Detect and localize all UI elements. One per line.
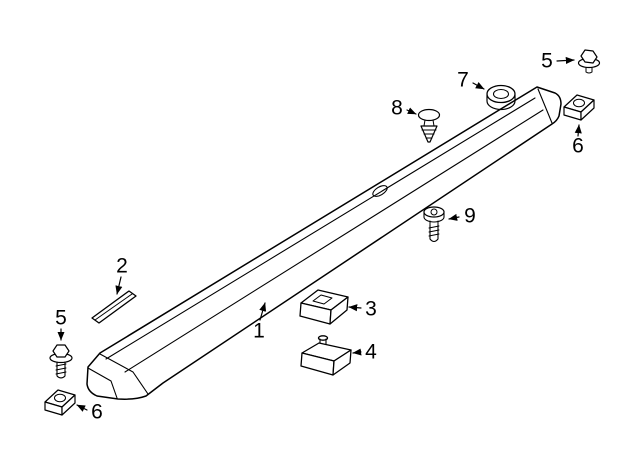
callout-label-5-bottom: 5 xyxy=(55,306,67,330)
arrow-to-strip xyxy=(115,276,123,295)
arrow-to-grommet xyxy=(472,81,485,90)
callout-label-3: 3 xyxy=(365,297,377,321)
part-flange-bolt-top-right xyxy=(577,49,601,74)
arrow-to-bolt-top xyxy=(556,56,575,65)
part-rocker-panel-molding xyxy=(86,86,562,400)
callout-label-6-top: 6 xyxy=(572,134,584,158)
callout-arrows xyxy=(57,56,582,412)
arrow-to-clipnut-bottom xyxy=(76,404,88,412)
part-clip-nut-bottom-left xyxy=(44,389,76,416)
callout-label-9: 9 xyxy=(464,204,476,228)
part-screw xyxy=(423,206,445,243)
arrow-to-clip-3 xyxy=(348,304,362,312)
part-flange-bolt-bottom-left xyxy=(49,344,73,379)
arrow-to-screw xyxy=(448,213,460,221)
part-retainer-clip xyxy=(299,289,349,325)
callout-label-6-bottom: 6 xyxy=(91,400,103,424)
part-expansion-rivet xyxy=(417,108,441,143)
part-mounting-strip xyxy=(91,290,137,324)
callout-label-5-top: 5 xyxy=(541,49,553,73)
part-grommet-nut xyxy=(486,84,516,111)
arrow-to-clip-4 xyxy=(352,348,362,356)
part-clip-nut-top-right xyxy=(563,94,595,121)
arrow-to-rivet xyxy=(406,107,417,115)
callout-label-4: 4 xyxy=(365,340,377,364)
callout-label-2: 2 xyxy=(116,254,128,278)
callout-label-8: 8 xyxy=(391,96,403,120)
part-retainer-clip-with-stud xyxy=(300,335,352,376)
arrow-to-clipnut-top xyxy=(574,124,582,137)
callout-label-1: 1 xyxy=(253,319,265,343)
arrow-to-molding xyxy=(259,302,267,321)
callout-label-7: 7 xyxy=(457,68,469,92)
